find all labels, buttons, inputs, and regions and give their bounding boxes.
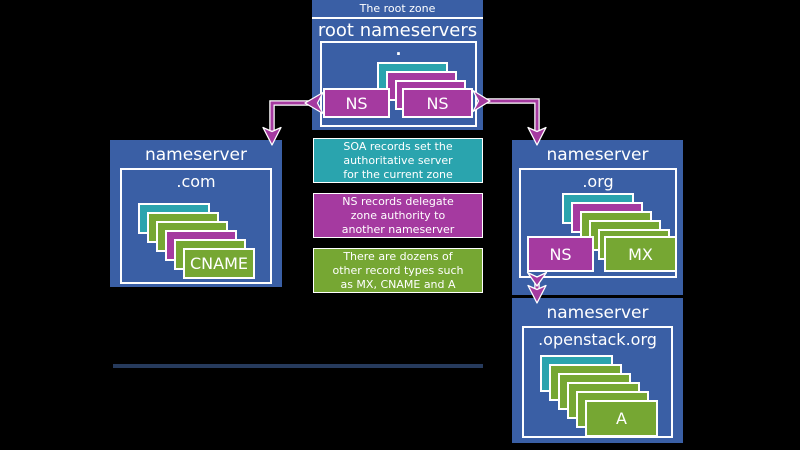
record-card-cname: CNAME <box>183 248 255 279</box>
org-inner-box: .org NS MX <box>519 168 677 278</box>
legend-soa: SOA records set the authoritative server… <box>313 138 483 183</box>
root-ns-record-right: NS <box>402 88 473 118</box>
openstack-domain-label: .openstack.org <box>538 330 657 349</box>
com-nameserver-box: nameserver .com CNAME <box>110 140 282 287</box>
divider-line <box>113 364 483 368</box>
openstack-nameserver-box: nameserver .openstack.org A <box>512 298 683 443</box>
legend-soa-line: SOA records set the <box>343 139 453 153</box>
org-nameserver-box: nameserver .org NS MX <box>512 140 683 295</box>
record-label: A <box>616 409 627 428</box>
org-domain-label: .org <box>582 172 614 191</box>
openstack-inner-box: .openstack.org A <box>522 326 673 438</box>
root-inner-box: . NS NS <box>320 41 477 127</box>
root-ns-record-left: NS <box>323 88 390 118</box>
com-domain-label: .com <box>176 172 216 191</box>
arrow-root-to-org <box>472 89 547 146</box>
org-ns-record: NS <box>527 236 594 272</box>
org-mx-record: MX <box>604 236 677 272</box>
root-nameservers-title: root nameservers <box>317 20 478 41</box>
legend-other-line: There are dozens of <box>343 249 453 263</box>
root-zone-banner: The root zone <box>359 2 436 15</box>
record-label: CNAME <box>190 254 248 273</box>
com-nameserver-title: nameserver <box>144 145 248 165</box>
record-card-a: A <box>585 400 658 437</box>
legend-soa-line: authoritative server <box>343 153 453 167</box>
legend-ns: NS records delegate zone authority to an… <box>313 193 483 238</box>
root-zone-box: The root zone root nameservers . NS NS <box>312 0 483 130</box>
legend-ns-line: NS records delegate <box>342 194 454 208</box>
legend-ns-line: zone authority to <box>350 208 446 222</box>
legend-soa-line: for the current zone <box>343 167 453 181</box>
openstack-nameserver-title: nameserver <box>546 303 649 323</box>
com-inner-box: .com CNAME <box>120 168 272 284</box>
legend-ns-line: another nameserver <box>341 222 455 236</box>
root-domain-label: . <box>395 41 402 59</box>
legend-other-line: as MX, CNAME and A <box>340 277 456 291</box>
org-nameserver-title: nameserver <box>546 145 649 165</box>
root-zone-divider <box>312 17 483 19</box>
legend-other-records: There are dozens of other record types s… <box>313 248 483 293</box>
legend-other-line: other record types such <box>332 263 464 277</box>
